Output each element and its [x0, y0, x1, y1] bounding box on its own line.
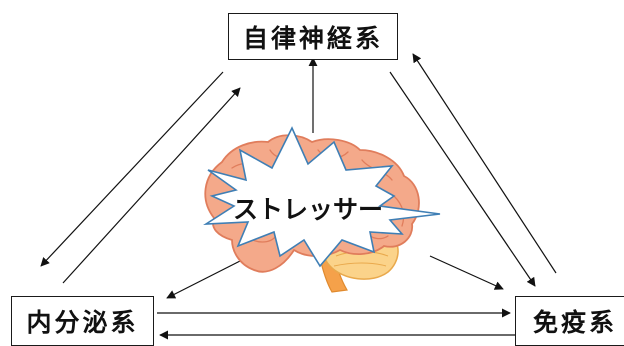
- arrow-brain-to-immune: [429, 255, 504, 290]
- arrow-autonomic-to-immune: [389, 71, 536, 287]
- stressor-burst: [203, 126, 441, 268]
- immune-system-label: 免疫系: [532, 308, 617, 337]
- stressor-label: ストレッサー: [233, 195, 383, 224]
- autonomic-nervous-system-box: 自律神経系: [228, 13, 398, 60]
- arrow-brain-to-endocrine: [166, 259, 243, 299]
- autonomic-nervous-system-label: 自律神経系: [242, 23, 383, 53]
- arrow-autonomic-to-endocrine: [40, 71, 224, 267]
- arrow-endocrine-to-autonomic: [62, 87, 241, 284]
- endocrine-system-label: 内分泌系: [26, 308, 139, 337]
- immune-system-box: 免疫系: [515, 296, 624, 346]
- arrow-immune-to-autonomic: [412, 53, 557, 274]
- endocrine-system-box: 内分泌系: [11, 296, 154, 346]
